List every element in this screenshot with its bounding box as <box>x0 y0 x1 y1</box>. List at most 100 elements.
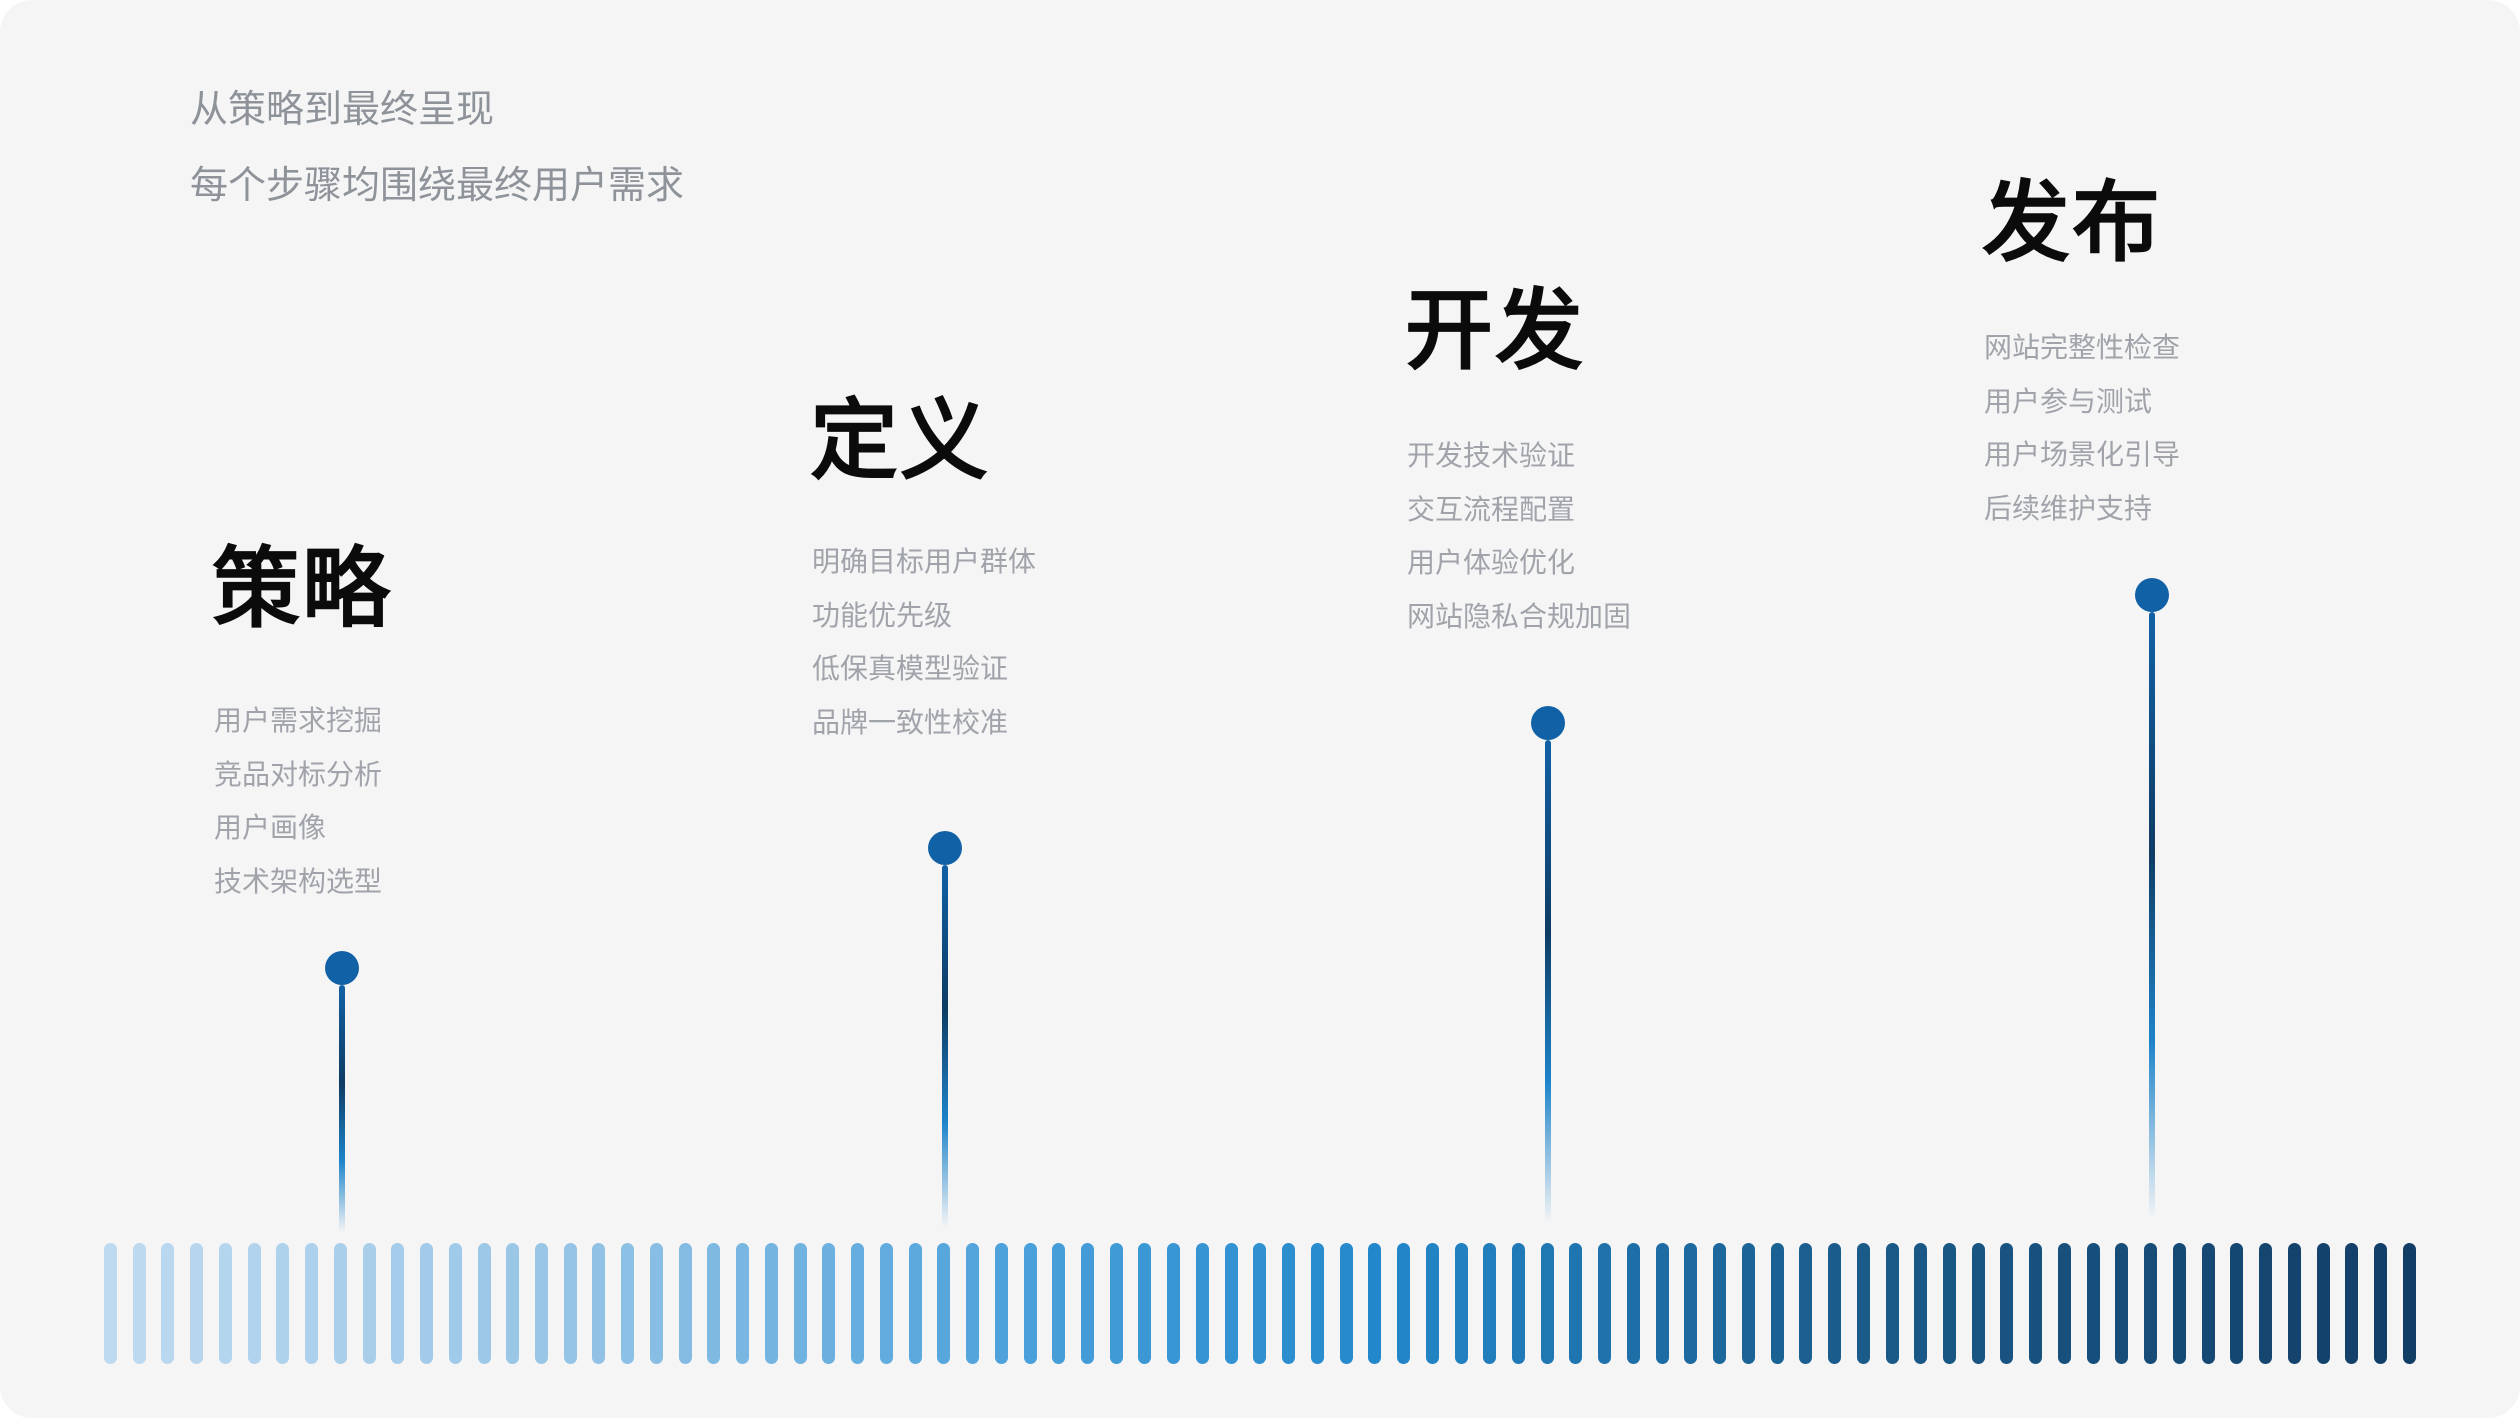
timeline-bar <box>1052 1243 1066 1364</box>
stage-item: 后续维护支持 <box>1984 492 2153 524</box>
timeline-bar <box>1454 1243 1468 1364</box>
stage-title: 策略 <box>212 539 393 638</box>
timeline-bar <box>649 1243 663 1364</box>
timeline-bar <box>937 1243 951 1364</box>
timeline-bar <box>362 1243 376 1364</box>
stage-item: 功能优先级 <box>812 599 953 631</box>
timeline-bar <box>1828 1243 1842 1364</box>
pin-dot-icon <box>2135 578 2169 612</box>
timeline-bar <box>1511 1243 1525 1364</box>
stage-item: 低保真模型验证 <box>812 653 1009 684</box>
stage-title: 定义 <box>810 391 991 490</box>
stage-item-list: 明确目标用户群体 功能优先级 低保真模型验证 品牌一致性校准 <box>812 535 1036 749</box>
subtitle-line-1: 从策略到最终呈现 <box>190 89 495 131</box>
stage-launch: 发布 网站完整性检查 用户参与测试 用户场景化引导 后续维护支持 <box>1982 172 2180 524</box>
timeline-bar <box>1138 1243 1152 1364</box>
timeline-bar <box>1799 1243 1813 1364</box>
timeline-bar <box>1310 1243 1324 1364</box>
stage-item: 品牌一致性校准 <box>812 706 1009 738</box>
stage-item: 竞品对标分析 <box>214 758 383 790</box>
timeline-bar <box>2345 1243 2359 1364</box>
timeline-bar <box>1339 1243 1353 1364</box>
timeline-bar <box>1914 1243 1928 1364</box>
timeline-bar <box>822 1243 836 1364</box>
timeline-bar <box>420 1243 434 1364</box>
timeline-bar <box>218 1243 232 1364</box>
timeline-bar <box>764 1243 778 1364</box>
subtitle-line-2: 每个步骤均围绕最终用户需求 <box>190 165 685 207</box>
timeline-bar <box>563 1243 577 1364</box>
timeline-bar <box>1569 1243 1583 1364</box>
pin-line <box>2149 612 2155 1245</box>
stage-item: 用户体验优化 <box>1407 547 1576 578</box>
timeline-bar <box>1023 1243 1037 1364</box>
stage-title: 开发 <box>1405 281 1586 380</box>
timeline-bar <box>132 1243 146 1364</box>
timeline-bar <box>1598 1243 1612 1364</box>
timeline-bar <box>2287 1243 2301 1364</box>
timeline-bar <box>1626 1243 1640 1364</box>
stage-item: 用户参与测试 <box>1984 385 2153 417</box>
timeline-bar <box>1368 1243 1382 1364</box>
stage-item: 技术架构选型 <box>214 865 383 897</box>
timeline-bar <box>592 1243 606 1364</box>
timeline-bar <box>2086 1243 2100 1364</box>
timeline-bars <box>104 1243 2416 1364</box>
timeline-bar <box>994 1243 1008 1364</box>
pin-dot-icon <box>325 951 359 985</box>
pin-dot-icon <box>928 831 962 865</box>
stage-item-list: 开发技术验证 交互流程配置 用户体验优化 网站隐私合规加固 <box>1407 429 1631 643</box>
timeline-bar <box>678 1243 692 1364</box>
stage-item-list: 用户需求挖掘 竞品对标分析 用户画像 技术架构选型 <box>214 694 382 908</box>
timeline-bar <box>1080 1243 1094 1364</box>
stage-item: 用户画像 <box>214 812 327 843</box>
timeline-bar <box>1971 1243 1985 1364</box>
timeline-bar <box>707 1243 721 1364</box>
timeline-bar <box>1224 1243 1238 1364</box>
timeline-bar <box>2144 1243 2158 1364</box>
timeline-bar <box>793 1243 807 1364</box>
timeline-bar <box>1856 1243 1870 1364</box>
stage-define: 定义 明确目标用户群体 功能优先级 低保真模型验证 品牌一致性校准 <box>810 390 1036 738</box>
stage-item: 网站隐私合规加固 <box>1407 600 1632 632</box>
timeline-bar <box>1713 1243 1727 1364</box>
timeline-bar <box>2374 1243 2388 1364</box>
pin-line <box>339 985 345 1243</box>
timeline-bar <box>1425 1243 1439 1364</box>
stage-item: 开发技术验证 <box>1407 440 1576 471</box>
timeline-bar <box>2115 1243 2129 1364</box>
timeline-bar <box>477 1243 491 1364</box>
timeline-bar <box>1167 1243 1181 1364</box>
timeline-bar <box>305 1243 319 1364</box>
pin-line <box>1545 740 1551 1243</box>
timeline-bar <box>1540 1243 1554 1364</box>
timeline-bar <box>1397 1243 1411 1364</box>
timeline-bar <box>161 1243 175 1364</box>
timeline-bar <box>333 1243 347 1364</box>
timeline-bar <box>1943 1243 1956 1364</box>
timeline-bar <box>1684 1243 1698 1364</box>
timeline-bar <box>1282 1243 1296 1364</box>
timeline-bar <box>1885 1243 1899 1364</box>
timeline-bar <box>247 1243 261 1364</box>
timeline-bar <box>535 1243 549 1364</box>
timeline-bar <box>1770 1243 1784 1364</box>
stage-develop: 开发 开发技术验证 交互流程配置 用户体验优化 网站隐私合规加固 <box>1405 280 1631 632</box>
pin-dot-icon <box>1531 706 1565 740</box>
timeline-bar <box>2201 1243 2215 1364</box>
stage-title: 发布 <box>1982 173 2163 272</box>
timeline-bar <box>104 1243 117 1364</box>
page-subtitle: 从策略到最终呈现 每个步骤均围绕最终用户需求 <box>190 72 684 224</box>
timeline-bar <box>2230 1243 2244 1364</box>
timeline-bar <box>1253 1243 1267 1364</box>
timeline-bar <box>1483 1243 1497 1364</box>
timeline-bar <box>736 1243 750 1364</box>
timeline-bar <box>1109 1243 1123 1364</box>
timeline-bar <box>879 1243 893 1364</box>
timeline-bar <box>621 1243 635 1364</box>
timeline-bar <box>1655 1243 1669 1364</box>
timeline-bar <box>966 1243 980 1364</box>
timeline-bar <box>2316 1243 2330 1364</box>
timeline-bar <box>276 1243 290 1364</box>
